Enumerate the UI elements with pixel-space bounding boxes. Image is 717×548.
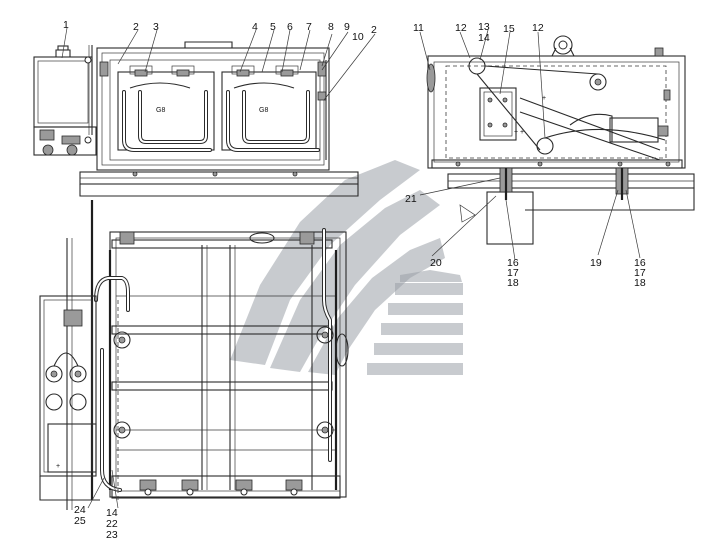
label-25: 25	[74, 515, 86, 527]
top-left-view: G8 G8	[33, 27, 376, 197]
label-17b: 17	[634, 267, 646, 279]
svg-text:+: +	[56, 463, 60, 470]
label-16b: 16	[634, 257, 646, 269]
label-11: 11	[413, 22, 424, 34]
battery-left: G8	[117, 65, 215, 152]
battery-mark-right: G8	[259, 107, 268, 114]
label-19: 19	[590, 257, 602, 269]
battery-mark-left: G8	[156, 107, 165, 114]
label-2: 2	[133, 21, 139, 33]
battery-right: G8	[221, 65, 320, 152]
label-21: 21	[405, 193, 417, 205]
label-17: 17	[507, 267, 519, 279]
label-15: 15	[503, 23, 515, 35]
label-14: 14	[478, 32, 490, 44]
label-23: 23	[106, 529, 118, 541]
top-right-view: + + +	[419, 29, 695, 261]
label-10: 10	[352, 31, 364, 43]
label-7: 7	[306, 21, 312, 33]
label-12b: 12	[532, 22, 544, 34]
label-18b: 18	[634, 277, 646, 289]
label-16: 16	[507, 257, 519, 269]
label-6: 6	[287, 21, 293, 33]
label-22: 22	[106, 518, 118, 530]
label-9: 9	[344, 21, 350, 33]
label-2b: 2	[371, 24, 377, 36]
label-14b: 14	[106, 507, 118, 519]
label-18: 18	[507, 277, 519, 289]
label-24: 24	[74, 504, 86, 516]
terminal-mark-right: +	[542, 95, 546, 102]
label-5: 5	[270, 21, 276, 33]
label-3: 3	[153, 21, 159, 33]
label-20: 20	[430, 257, 442, 269]
terminal-mark-left: + +	[514, 129, 524, 136]
label-13: 13	[478, 21, 490, 33]
label-8: 8	[328, 21, 334, 33]
label-12: 12	[455, 22, 467, 34]
bottom-view: +	[39, 200, 349, 510]
label-4: 4	[252, 21, 258, 33]
label-1: 1	[63, 19, 69, 31]
